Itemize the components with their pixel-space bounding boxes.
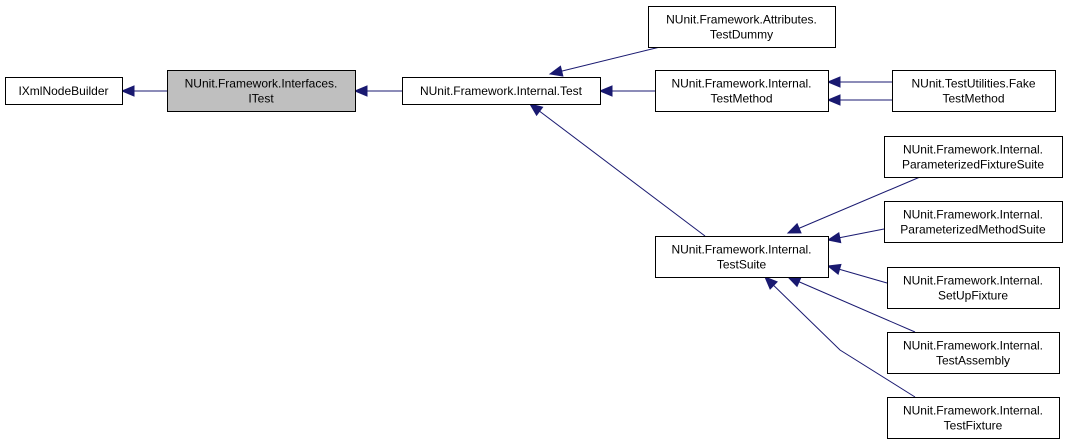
node-testdummy[interactable]: NUnit.Framework.Attributes.TestDummy <box>648 6 836 48</box>
node-box <box>892 70 1056 112</box>
node-setupfixture[interactable]: NUnit.Framework.Internal.SetUpFixture <box>887 267 1060 309</box>
node-parammethodsuite[interactable]: NUnit.Framework.Internal.ParameterizedMe… <box>884 201 1063 243</box>
node-label: NUnit.Framework.Internal. <box>903 404 1043 418</box>
node-label: NUnit.Framework.Internal.Test <box>420 84 583 98</box>
node-box <box>167 70 356 112</box>
node-label: TestMethod <box>710 92 772 106</box>
node-testsuite[interactable]: NUnit.Framework.Internal.TestSuite <box>655 236 829 278</box>
node-label: NUnit.Framework.Internal. <box>671 77 811 91</box>
node-testmethod[interactable]: NUnit.Framework.Internal.TestMethod <box>655 70 829 112</box>
node-box <box>884 136 1063 178</box>
edge-line <box>764 276 916 398</box>
node-box <box>655 70 829 112</box>
node-box <box>887 397 1060 439</box>
arrowhead-icon <box>120 85 135 97</box>
arrowhead-icon <box>826 263 842 275</box>
node-label: ParameterizedFixtureSuite <box>902 158 1044 172</box>
arrowhead-icon <box>528 103 544 117</box>
node-label: NUnit.Framework.Internal. <box>903 339 1043 353</box>
arrowhead-icon <box>826 231 842 244</box>
node-label: NUnit.Framework.Internal. <box>671 243 811 257</box>
node-test[interactable]: NUnit.Framework.Internal.Test <box>402 77 601 105</box>
node-ixmlnodebuilder[interactable]: IXmlNodeBuilder <box>5 77 123 105</box>
node-label: TestFixture <box>944 419 1003 433</box>
edge-faketestmethod-to-testmethod <box>826 94 892 106</box>
edges-layer <box>120 46 921 398</box>
edge-line <box>787 176 921 234</box>
edge-faketestmethod-to-testmethod <box>826 76 892 88</box>
edge-testdummy-to-test <box>548 46 661 77</box>
arrowhead-icon <box>764 276 778 290</box>
edge-line <box>529 103 706 237</box>
node-box <box>402 77 601 105</box>
node-box <box>5 77 123 105</box>
arrowhead-icon <box>826 94 841 106</box>
node-label: NUnit.Framework.Interfaces. <box>185 77 338 91</box>
edge-line <box>787 276 916 333</box>
node-label: SetUpFixture <box>938 289 1008 303</box>
node-testfixture[interactable]: NUnit.Framework.Internal.TestFixture <box>887 397 1060 439</box>
node-box <box>884 201 1063 243</box>
node-label: TestDummy <box>710 28 773 42</box>
edge-line <box>549 46 661 75</box>
node-box <box>648 6 836 48</box>
arrowhead-icon <box>353 85 368 97</box>
node-box <box>887 267 1060 309</box>
edge-test-to-itest <box>353 85 402 97</box>
node-itest[interactable]: NUnit.Framework.Interfaces.ITest <box>167 70 356 112</box>
node-label: TestSuite <box>717 258 767 272</box>
edge-setupfixture-to-testsuite <box>826 263 888 284</box>
arrowhead-icon <box>598 85 613 97</box>
edge-parammethodsuite-to-testsuite <box>826 228 885 244</box>
nodes-layer: IXmlNodeBuilder NUnit.Framework.Interface… <box>5 6 1063 439</box>
node-label: ParameterizedMethodSuite <box>900 223 1046 237</box>
node-box <box>655 236 829 278</box>
edge-testfixture-to-testsuite <box>764 276 916 398</box>
edge-testsuite-to-test <box>528 103 706 237</box>
edge-paramfixturesuite-to-testsuite <box>786 176 921 234</box>
node-label: IXmlNodeBuilder <box>18 84 108 98</box>
node-label: TestAssembly <box>936 354 1010 368</box>
node-label: NUnit.Framework.Internal. <box>903 143 1043 157</box>
arrowhead-icon <box>786 276 802 288</box>
edge-itest-to-ixmlnodebuilder <box>120 85 167 97</box>
node-label: NUnit.TestUtilities.Fake <box>911 77 1035 91</box>
node-box <box>887 332 1060 374</box>
node-label: NUnit.Framework.Internal. <box>903 208 1043 222</box>
arrowhead-icon <box>786 222 802 234</box>
node-label: TestMethod <box>942 92 1004 106</box>
arrowhead-icon <box>826 76 841 88</box>
node-testassembly[interactable]: NUnit.Framework.Internal.TestAssembly <box>887 332 1060 374</box>
edge-testmethod-to-test <box>598 85 655 97</box>
node-paramfixturesuite[interactable]: NUnit.Framework.Internal.ParameterizedFi… <box>884 136 1063 178</box>
node-label: NUnit.Framework.Internal. <box>903 274 1043 288</box>
node-label: ITest <box>248 92 274 106</box>
arrowhead-icon <box>548 65 564 77</box>
node-label: NUnit.Framework.Attributes. <box>666 13 817 27</box>
